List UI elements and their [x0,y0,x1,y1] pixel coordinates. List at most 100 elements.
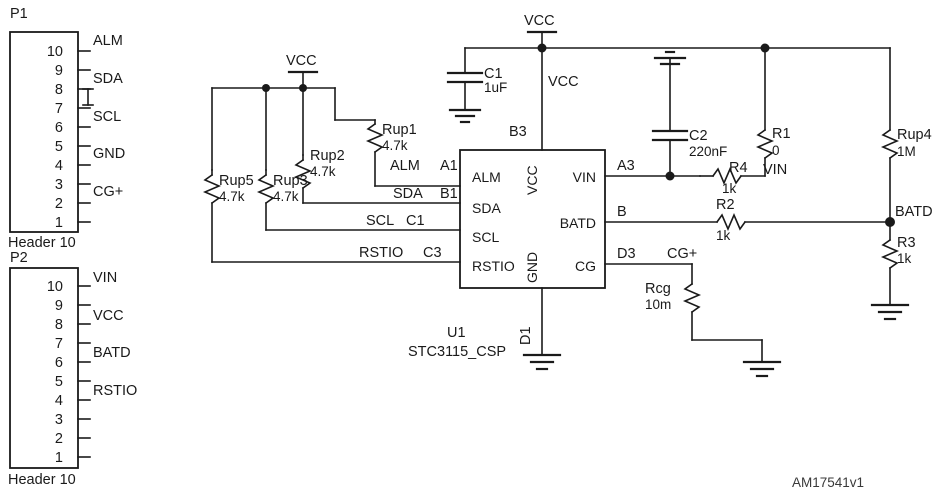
resistor-r1[interactable]: R1 0 VIN [755,47,791,178]
p1-pin-1: 1 [55,215,63,231]
c2-value: 220nF [689,144,727,159]
p1-pin-7: 7 [55,101,63,117]
ground-symbol-c1 [448,108,482,124]
p2-pin-9: 9 [55,298,63,314]
rup1-value: 4.7k [382,138,408,153]
vcc-symbol-left: VCC [286,53,319,89]
p2-net-vin: VIN [93,270,117,286]
r4-refdes: R4 [729,160,748,176]
rup4-refdes: Rup4 [897,127,932,143]
rcg-refdes: Rcg [645,281,671,297]
rup2-refdes: Rup2 [310,148,345,164]
rup5-refdes: Rup5 [219,173,254,189]
r4-value: 1k [722,181,737,196]
ground-symbol-rcg [742,360,782,378]
ic-pin-vcc: VCC [524,165,540,195]
connector-p2[interactable]: P2 10 9 8 7 6 5 4 3 2 1 VIN VCC BATD RST… [8,250,137,488]
p2-pin-7: 7 [55,336,63,352]
p2-pin-3: 3 [55,412,63,428]
connector-p1-body[interactable] [9,31,79,233]
ground-symbol-u1 [522,353,562,371]
ic-pin-gnd: GND [524,252,540,283]
rup2-value: 4.7k [310,164,336,179]
p2-net-batd: BATD [93,345,131,361]
p2-pin-1: 1 [55,450,63,466]
ic-pin-rstio: RSTIO [472,258,515,274]
capacitor-c2[interactable]: C2 220nF [651,50,727,177]
ic-pin-vin: VIN [573,169,596,185]
pullup-network: VCC Rup1 4.7k Rup2 4.7k [202,53,461,263]
connector-p2-footer: Header 10 [8,472,76,488]
net-label-batd: BATD [895,204,933,220]
p1-pin-2: 2 [55,196,63,212]
ball-label-b: B [617,204,627,220]
net-label-vin: VIN [763,162,787,178]
p1-net-scl: SCL [93,109,121,125]
resistor-rcg[interactable]: Rcg 10m [645,263,782,378]
ic-pin-alm: ALM [472,169,501,185]
resistor-rup4[interactable]: Rup4 1M [880,127,932,223]
p1-net-cgplus: CG+ [93,184,123,200]
text-cursor-icon [82,88,94,106]
sheet-watermark: AM17541v1 [792,475,864,490]
ground-symbol-c2 [653,50,687,66]
p1-pin-wires [77,50,91,223]
ic-u1[interactable]: ALM SDA SCL RSTIO VIN BATD CG VCC GND D1… [408,149,606,371]
p1-net-gnd: GND [93,146,125,162]
ic-u1-body[interactable] [459,149,606,289]
p2-pin-8: 8 [55,317,63,333]
p1-pin-4: 4 [55,158,63,174]
ball-label-d3: D3 [617,246,636,262]
p2-pin-wires [77,285,91,458]
connector-p1-footer: Header 10 [8,235,76,251]
rup5-value: 4.7k [219,189,245,204]
r1-value: 0 [772,143,780,158]
ic-u1-part: STC3115_CSP [408,344,506,360]
connector-p2-refdes: P2 [10,250,28,266]
c2-refdes: C2 [689,128,708,144]
r2-refdes: R2 [716,197,735,213]
rup4-value: 1M [897,144,916,159]
ball-label-c1: C1 [406,213,425,229]
resistor-r2[interactable]: R2 1k [715,197,891,243]
p2-pin-4: 4 [55,393,63,409]
net-label-scl: SCL [366,213,394,229]
r3-value: 1k [897,251,912,266]
ball-label-a1: A1 [440,158,458,174]
resistor-r4[interactable]: R4 1k [699,160,766,196]
ground-symbol-r3 [870,303,910,321]
ball-label-d1: D1 [518,326,534,345]
ball-label-a3: A3 [617,158,635,174]
p1-pin-10: 10 [47,44,63,60]
connector-p2-body[interactable] [9,267,79,469]
connector-p1[interactable]: P1 10 9 8 7 6 5 4 3 2 1 ALM SDA SCL GND [8,6,125,251]
resistor-rup3[interactable]: Rup3 4.7k [256,169,461,231]
connector-p1-refdes: P1 [10,6,28,22]
right-network: A3 C2 220nF R4 1k [604,47,933,378]
resistor-rup1[interactable]: Rup1 4.7k [334,119,461,187]
capacitor-c1[interactable]: C1 1uF [446,47,507,124]
rcg-value: 10m [645,297,671,312]
vcc-symbol-top: VCC [524,13,558,49]
p1-pin-5: 5 [55,139,63,155]
r3-refdes: R3 [897,235,916,251]
p2-pin-6: 6 [55,355,63,371]
rup1-refdes: Rup1 [382,122,417,138]
p1-pin-6: 6 [55,120,63,136]
resistor-rup2[interactable]: Rup2 4.7k [293,148,461,204]
p2-net-rstio: RSTIO [93,383,137,399]
vcc-rail-top: VCC VCC B3 C1 1uF [446,13,891,151]
ic-u1-refdes: U1 [447,325,466,341]
r1-refdes: R1 [772,126,791,142]
net-label-alm: ALM [390,158,420,174]
c1-refdes: C1 [484,66,503,82]
c1-value: 1uF [484,80,507,95]
p2-pin-5: 5 [55,374,63,390]
net-label-sda: SDA [393,186,423,202]
p1-pin-9: 9 [55,63,63,79]
ic-pin-batd: BATD [560,215,596,231]
ic-pin-sda: SDA [472,200,501,216]
resistor-rup5[interactable]: Rup5 4.7k [202,169,461,263]
resistor-r3[interactable]: R3 1k [870,221,916,321]
